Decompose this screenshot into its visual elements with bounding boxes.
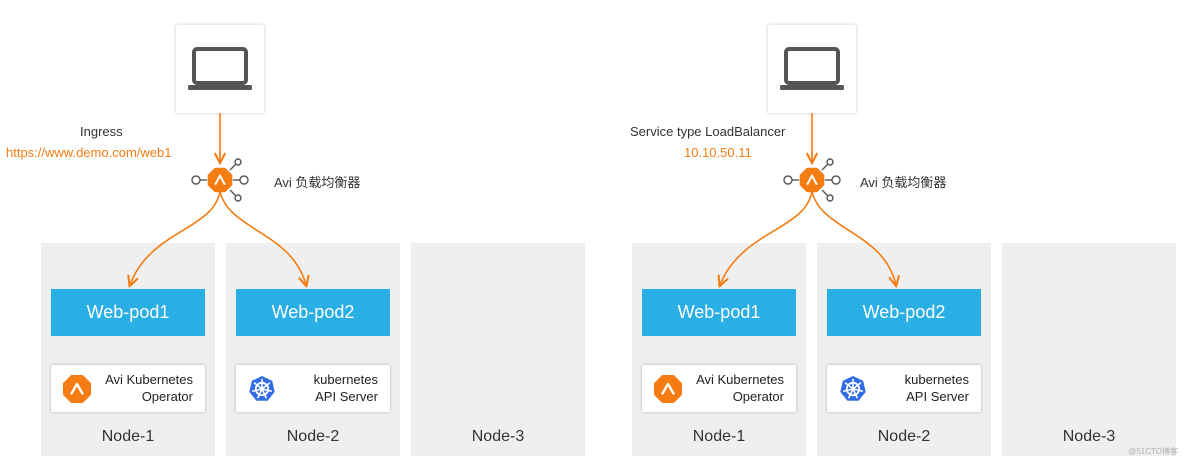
card-line-1: Avi Kubernetes <box>105 372 193 387</box>
card-line-1: kubernetes <box>904 372 969 387</box>
left-panel: Ingress https://www.demo.com/web1 Avi 负载… <box>0 25 592 461</box>
lb-to-pod1-arrow <box>720 190 813 285</box>
node-label: Node-2 <box>286 428 340 445</box>
traffic-flow <box>592 113 1184 461</box>
node-label: Node-2 <box>877 428 931 445</box>
watermark: @51CTO博客 <box>1128 447 1178 456</box>
kubernetes-wheel-icon <box>249 376 275 401</box>
avi-load-balancer-icon <box>783 158 841 202</box>
right-panel: Service type LoadBalancer 10.10.50.11 Av… <box>592 0 1184 461</box>
service-type-label: Service type LoadBalancer <box>630 124 786 139</box>
service-ip: 10.10.50.11 <box>684 145 752 160</box>
lb-to-pod2-arrow <box>219 190 306 285</box>
avi-lb-label: Avi 负载均衡器 <box>860 175 947 190</box>
avi-load-balancer-icon <box>191 158 249 202</box>
laptop-icon <box>188 47 252 90</box>
card-line-1: Avi Kubernetes <box>696 372 784 387</box>
web-pod: Web-pod2 <box>236 289 390 336</box>
ingress-label: Ingress <box>80 124 123 139</box>
k8s-api-server-card: kubernetes API Server <box>236 365 390 412</box>
node-label: Node-3 <box>1062 428 1116 445</box>
node-1: Web-pod1 Avi Kubernetes Operator Node-1 <box>41 243 215 456</box>
ingress-url: https://www.demo.com/web1 <box>6 145 172 160</box>
client-laptop <box>768 25 856 113</box>
lb-to-pod1-arrow <box>130 190 221 285</box>
card-line-1: kubernetes <box>313 372 378 387</box>
card-line-2: API Server <box>906 389 969 404</box>
avi-logo-icon <box>63 375 91 403</box>
node-2: Web-pod2 kubernetes API Server <box>226 243 400 456</box>
web-pod: Web-pod1 <box>642 289 796 336</box>
avi-operator-card: Avi Kubernetes Operator <box>642 365 796 412</box>
avi-operator-card: Avi Kubernetes Operator <box>51 365 205 412</box>
node-label: Node-3 <box>471 428 525 445</box>
web-pod: Web-pod1 <box>51 289 205 336</box>
k8s-api-server-card: kubernetes API Server <box>827 365 981 412</box>
avi-logo-icon <box>654 375 682 403</box>
node-3: Node-3 <box>1002 243 1176 456</box>
card-line-2: API Server <box>315 389 378 404</box>
card-line-2: Operator <box>141 389 193 404</box>
node-2: Web-pod2 kubernetes API Server <box>817 243 991 456</box>
web-pod: Web-pod2 <box>827 289 981 336</box>
client-laptop <box>176 25 264 113</box>
traffic-flow <box>0 113 592 461</box>
lb-to-pod2-arrow <box>811 190 896 285</box>
avi-lb-label: Avi 负载均衡器 <box>274 175 361 190</box>
kubernetes-wheel-icon <box>840 376 866 401</box>
node-label: Node-1 <box>101 428 155 445</box>
card-line-2: Operator <box>732 389 784 404</box>
laptop-icon <box>780 47 844 90</box>
node-3: Node-3 <box>411 243 585 456</box>
node-label: Node-1 <box>692 428 746 445</box>
